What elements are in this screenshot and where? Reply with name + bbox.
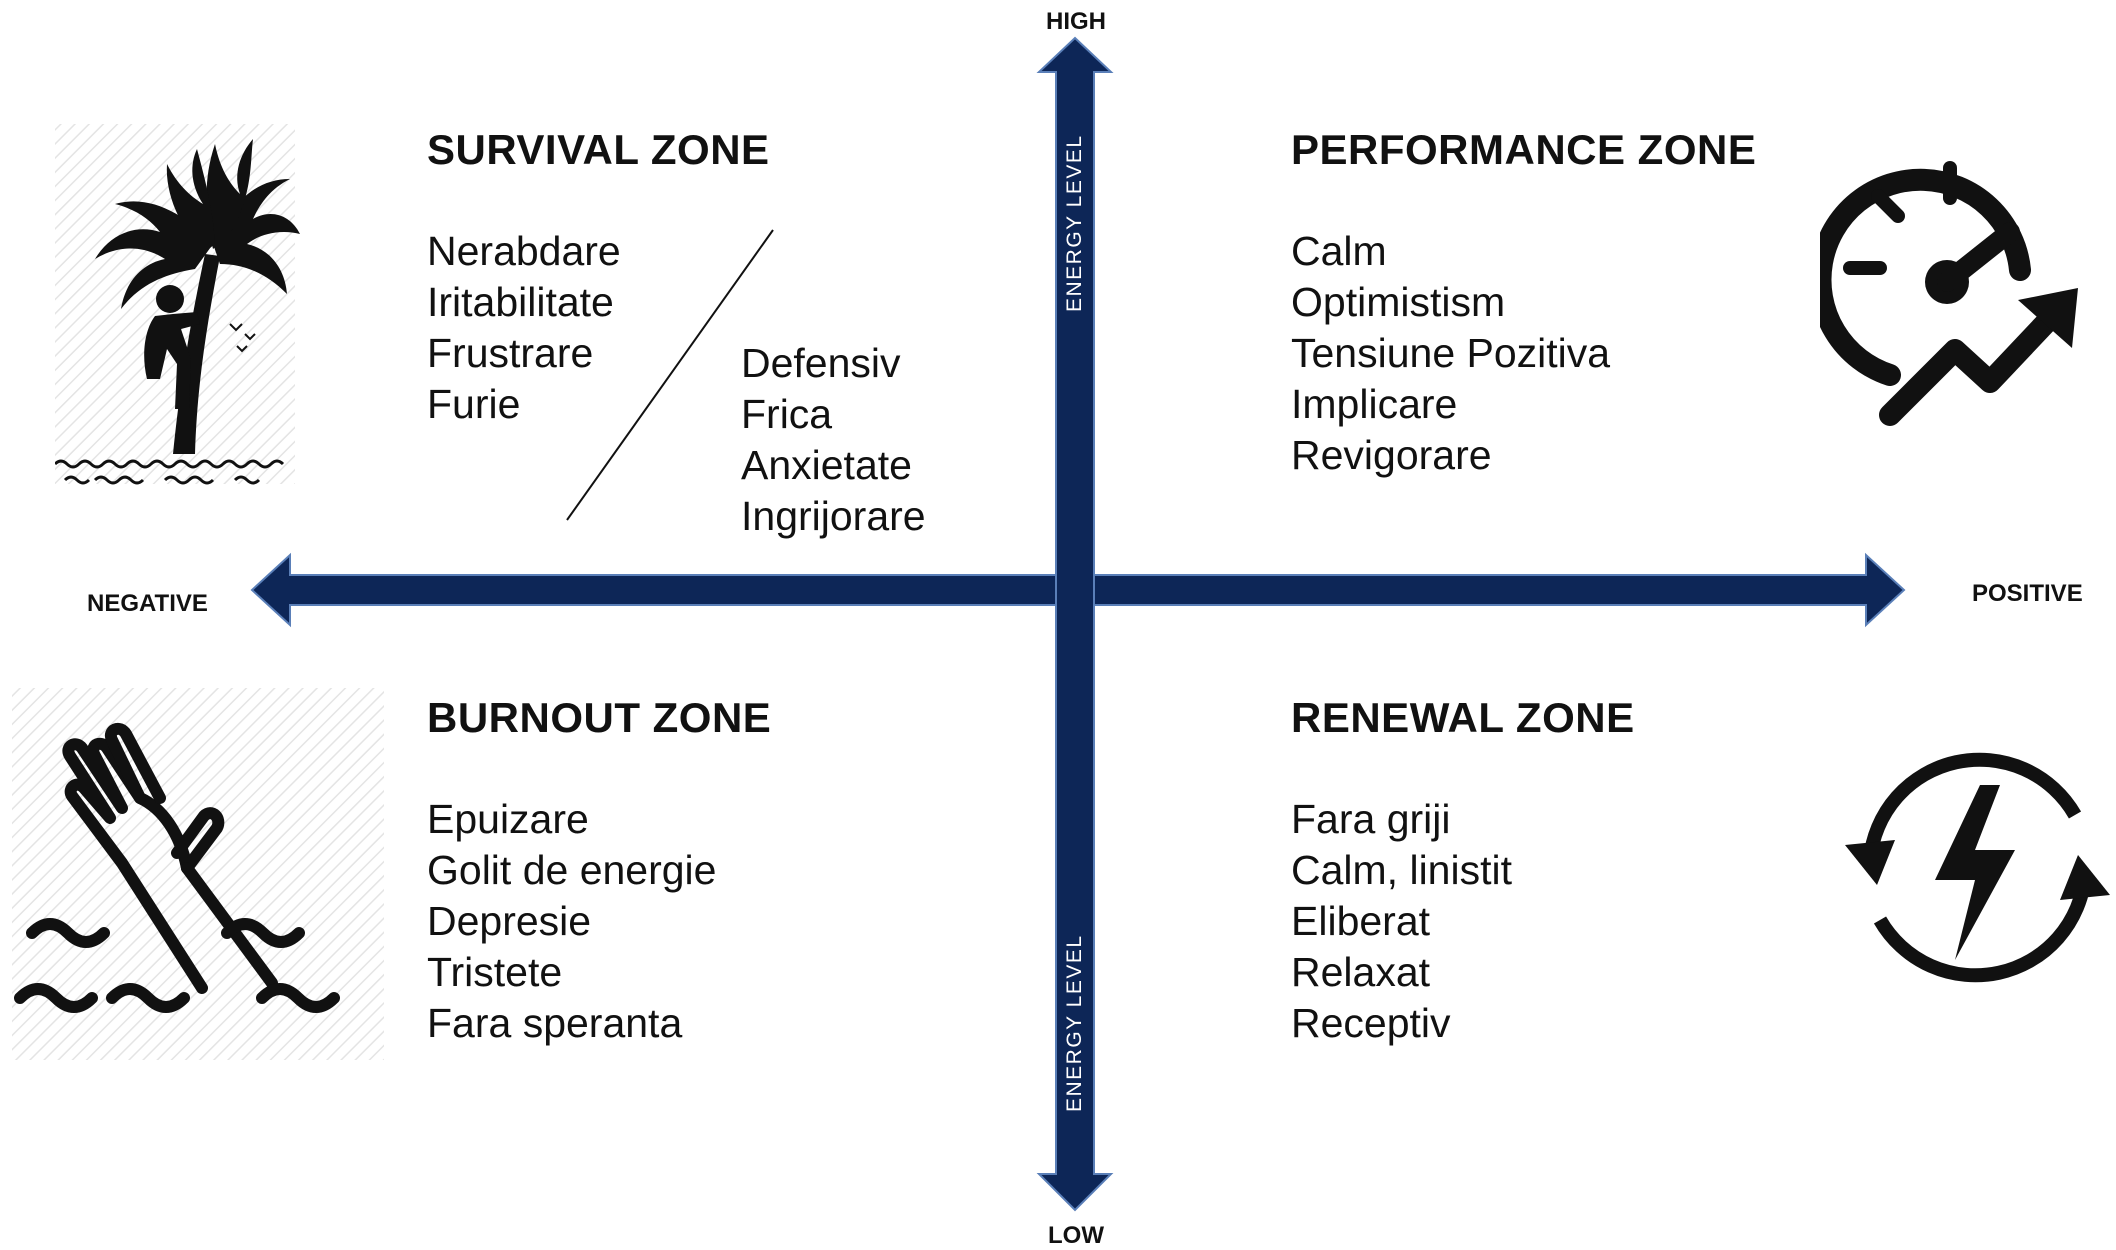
list-item: Frica bbox=[741, 391, 833, 437]
energy-level-label-bottom: ENERGY LEVEL bbox=[1063, 934, 1086, 1112]
list-item: Calm bbox=[1291, 228, 1387, 274]
palm-tree-climber-icon bbox=[55, 139, 300, 485]
energy-level-label-top: ENERGY LEVEL bbox=[1063, 134, 1086, 312]
list-item: Optimistism bbox=[1291, 279, 1506, 325]
list-item: Calm, linistit bbox=[1291, 847, 1512, 893]
list-item: Implicare bbox=[1291, 381, 1458, 427]
list-item: Golit de energie bbox=[427, 847, 717, 893]
survival-zone-list-left: Nerabdare Iritabilitate Frustrare Furie bbox=[427, 226, 621, 430]
drowning-hand-icon bbox=[14, 722, 340, 1013]
list-item: Receptiv bbox=[1291, 1000, 1451, 1046]
list-item: Eliberat bbox=[1291, 898, 1431, 944]
renewal-zone-list: Fara griji Calm, linistit Eliberat Relax… bbox=[1291, 794, 1512, 1049]
survival-zone-list-right: Defensiv Frica Anxietate Ingrijorare bbox=[741, 338, 926, 542]
burnout-zone-list: Epuizare Golit de energie Depresie Trist… bbox=[427, 794, 716, 1049]
list-item: Fara griji bbox=[1291, 796, 1451, 842]
renewal-zone-title: RENEWAL ZONE bbox=[1291, 694, 1635, 741]
list-item: Furie bbox=[427, 381, 521, 427]
performance-zone-list: Calm Optimistism Tensiune Pozitiva Impli… bbox=[1291, 226, 1610, 481]
axis-low-label: LOW bbox=[1048, 1222, 1104, 1249]
survival-zone-title: SURVIVAL ZONE bbox=[427, 126, 770, 173]
list-item: Revigorare bbox=[1291, 432, 1492, 478]
axis-high-label: HIGH bbox=[1046, 8, 1106, 35]
survival-divider-line bbox=[566, 229, 774, 521]
list-item: Frustrare bbox=[427, 330, 594, 376]
list-item: Fara speranta bbox=[427, 1000, 683, 1046]
list-item: Depresie bbox=[427, 898, 592, 944]
list-item: Relaxat bbox=[1291, 949, 1431, 995]
performance-zone-title: PERFORMANCE ZONE bbox=[1291, 126, 1757, 173]
list-item: Nerabdare bbox=[427, 228, 621, 274]
list-item: Tensiune Pozitiva bbox=[1291, 330, 1611, 376]
list-item: Ingrijorare bbox=[741, 493, 926, 539]
list-item: Iritabilitate bbox=[427, 279, 614, 325]
axis-negative-label: NEGATIVE bbox=[87, 590, 208, 617]
axis-positive-label: POSITIVE bbox=[1972, 580, 2083, 607]
list-item: Defensiv bbox=[741, 340, 901, 386]
burnout-zone-title: BURNOUT ZONE bbox=[427, 694, 772, 741]
list-item: Anxietate bbox=[741, 442, 912, 488]
list-item: Tristete bbox=[427, 949, 563, 995]
vertical-axis-arrow bbox=[1036, 36, 1114, 1212]
list-item: Epuizare bbox=[427, 796, 589, 842]
lightning-cycle-icon bbox=[1845, 752, 2110, 983]
speedometer-trend-icon bbox=[1820, 161, 2078, 426]
